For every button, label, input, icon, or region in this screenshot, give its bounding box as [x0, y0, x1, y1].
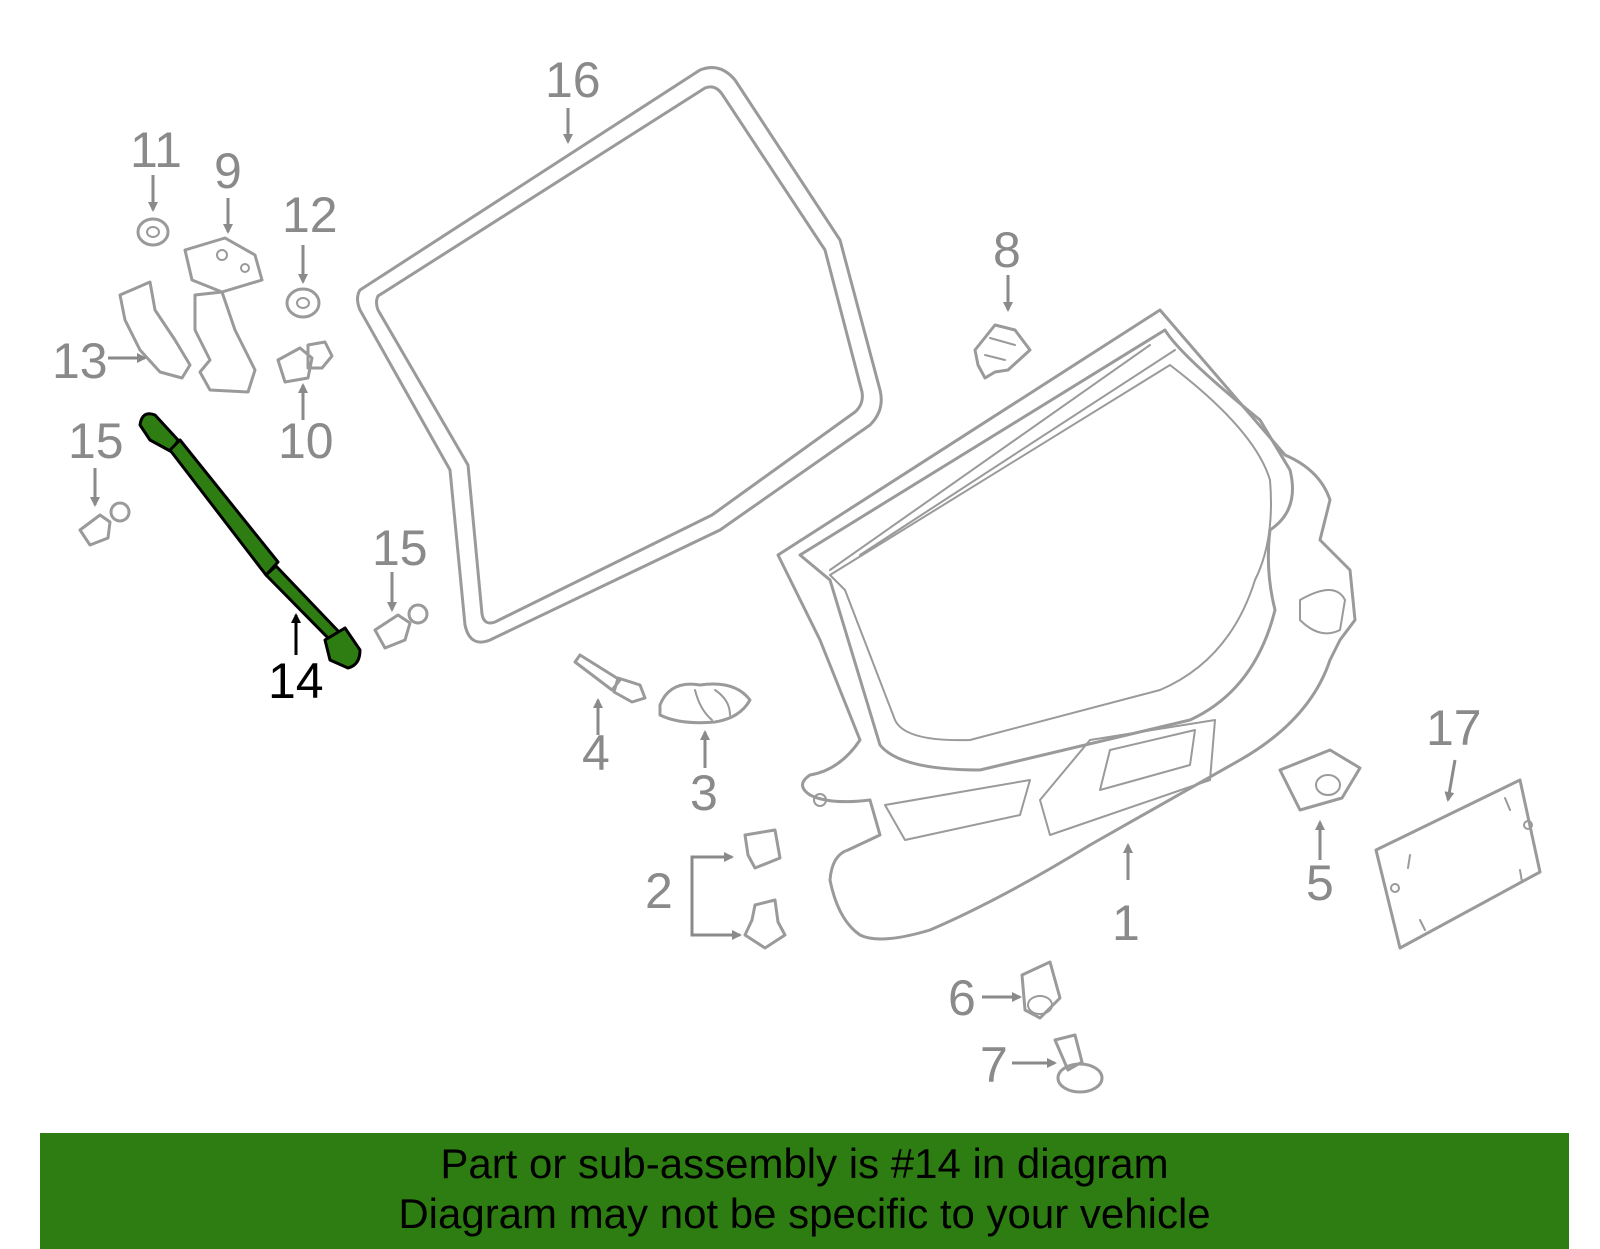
info-banner: Part or sub-assembly is #14 in diagram D… [40, 1133, 1569, 1249]
part-15-ball-stud-right [373, 572, 429, 650]
label-9: 9 [214, 143, 242, 199]
part-16-glass [356, 66, 883, 644]
label-2: 2 [645, 863, 673, 919]
part-7-bolt [1012, 1033, 1104, 1094]
label-17: 17 [1426, 700, 1482, 756]
part-2-stopper [690, 828, 787, 950]
label-8: 8 [993, 222, 1021, 278]
label-10: 10 [278, 413, 334, 469]
part-11-nut [136, 175, 170, 247]
label-12: 12 [282, 187, 338, 243]
part-14-lift-support [138, 412, 362, 670]
part-5-striker [1278, 748, 1362, 860]
part-9-hinge [183, 198, 264, 394]
label-4: 4 [582, 725, 610, 781]
label-13: 13 [52, 333, 108, 389]
part-6-grommet [982, 960, 1062, 1020]
part-3-bumper [658, 682, 752, 768]
part-4-rod [573, 653, 647, 735]
parts-diagram: 16 11 9 12 8 13 10 15 15 14 4 3 17 5 2 1… [52, 52, 1542, 1094]
part-17-plate [1374, 759, 1542, 950]
part-10-bolt [276, 340, 334, 420]
part-13-bracket [108, 280, 192, 380]
label-16: 16 [545, 52, 601, 108]
label-7: 7 [980, 1037, 1008, 1093]
label-15-right: 15 [372, 520, 428, 576]
label-6: 6 [948, 970, 976, 1026]
banner-line-1: Part or sub-assembly is #14 in diagram [440, 1140, 1169, 1187]
label-3: 3 [690, 765, 718, 821]
label-15-left: 15 [68, 413, 124, 469]
label-14: 14 [268, 653, 324, 709]
label-5: 5 [1306, 855, 1334, 911]
banner-line-2: Diagram may not be specific to your vehi… [398, 1190, 1211, 1237]
label-1: 1 [1112, 895, 1140, 951]
label-11: 11 [130, 122, 182, 178]
part-1-liftgate [776, 308, 1357, 941]
part-8-clip [973, 275, 1032, 380]
part-12-nut [285, 245, 321, 319]
part-15-ball-stud-left [78, 468, 131, 547]
